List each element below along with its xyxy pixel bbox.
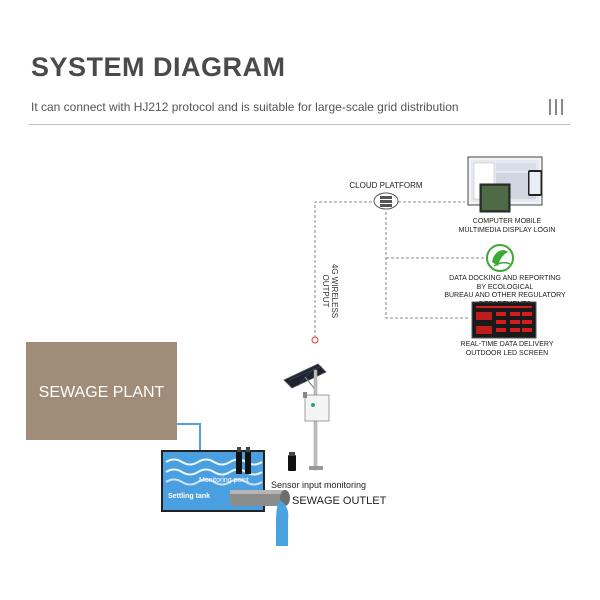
sensor-input-label: Sensor input monitoring	[271, 480, 367, 490]
led-screen-line-1: REAL-TIME DATA DELIVERY	[460, 341, 554, 348]
settling-tank-label: Settling tank	[168, 493, 211, 500]
led-screen-label: REAL-TIME DATA DELIVERY OUTDOOR LED SCRE…	[452, 341, 562, 358]
sewage-outlet-label: SEWAGE OUTLET	[292, 495, 387, 507]
antenna-signal-icon	[311, 336, 319, 344]
computer-mobile-line-2: MULTIMEDIA DISPLAY LOGIN	[458, 226, 556, 234]
data-docking-line-2: BY ECOLOGICAL	[476, 283, 534, 291]
header-divider	[29, 124, 570, 125]
computer-mobile-label: COMPUTER MOBILE MULTIMEDIA DISPLAY LOGIN	[452, 218, 562, 235]
outlet-pipe-icon	[230, 490, 290, 546]
monitoring-station-icon	[283, 363, 330, 471]
sensor-probe-icon	[288, 452, 296, 471]
computer-mobile-line-1: COMPUTER MOBILE	[472, 218, 542, 225]
monitoring-point-label: Monitoring point	[199, 477, 249, 484]
data-docking-line-3: BUREAU AND OTHER REGULATORY DEPARTMENTS	[444, 292, 566, 308]
page-title: SYSTEM DIAGRAM	[31, 52, 286, 82]
sewage-plant-label: SEWAGE PLANT	[38, 384, 165, 401]
cloud-server-icon	[373, 192, 399, 210]
cloud-platform-label: CLOUD PLATFORM	[349, 181, 423, 190]
link-cloud-trunk	[385, 212, 470, 319]
inflow-pipe	[176, 423, 201, 452]
ecology-bureau-logo-icon	[486, 244, 514, 272]
led-screen-line-2: OUTDOOR LED SCREEN	[465, 349, 549, 357]
led-screen-icon	[471, 301, 537, 339]
data-docking-label: DATA DOCKING AND REPORTING BY ECOLOGICAL…	[420, 275, 590, 309]
vertical-bars-icon	[549, 99, 563, 115]
page-subtitle: It can connect with HJ212 protocol and i…	[31, 100, 459, 114]
link-wireless-to-cloud	[314, 201, 374, 338]
sewage-plant-block: SEWAGE PLANT	[26, 342, 177, 440]
computer-mobile-icon	[467, 156, 543, 213]
data-docking-line-1: DATA DOCKING AND REPORTING	[449, 275, 561, 282]
wireless-output-label: 4G WIRELESS OUTPUT	[321, 263, 339, 319]
connection-lines	[314, 201, 486, 338]
